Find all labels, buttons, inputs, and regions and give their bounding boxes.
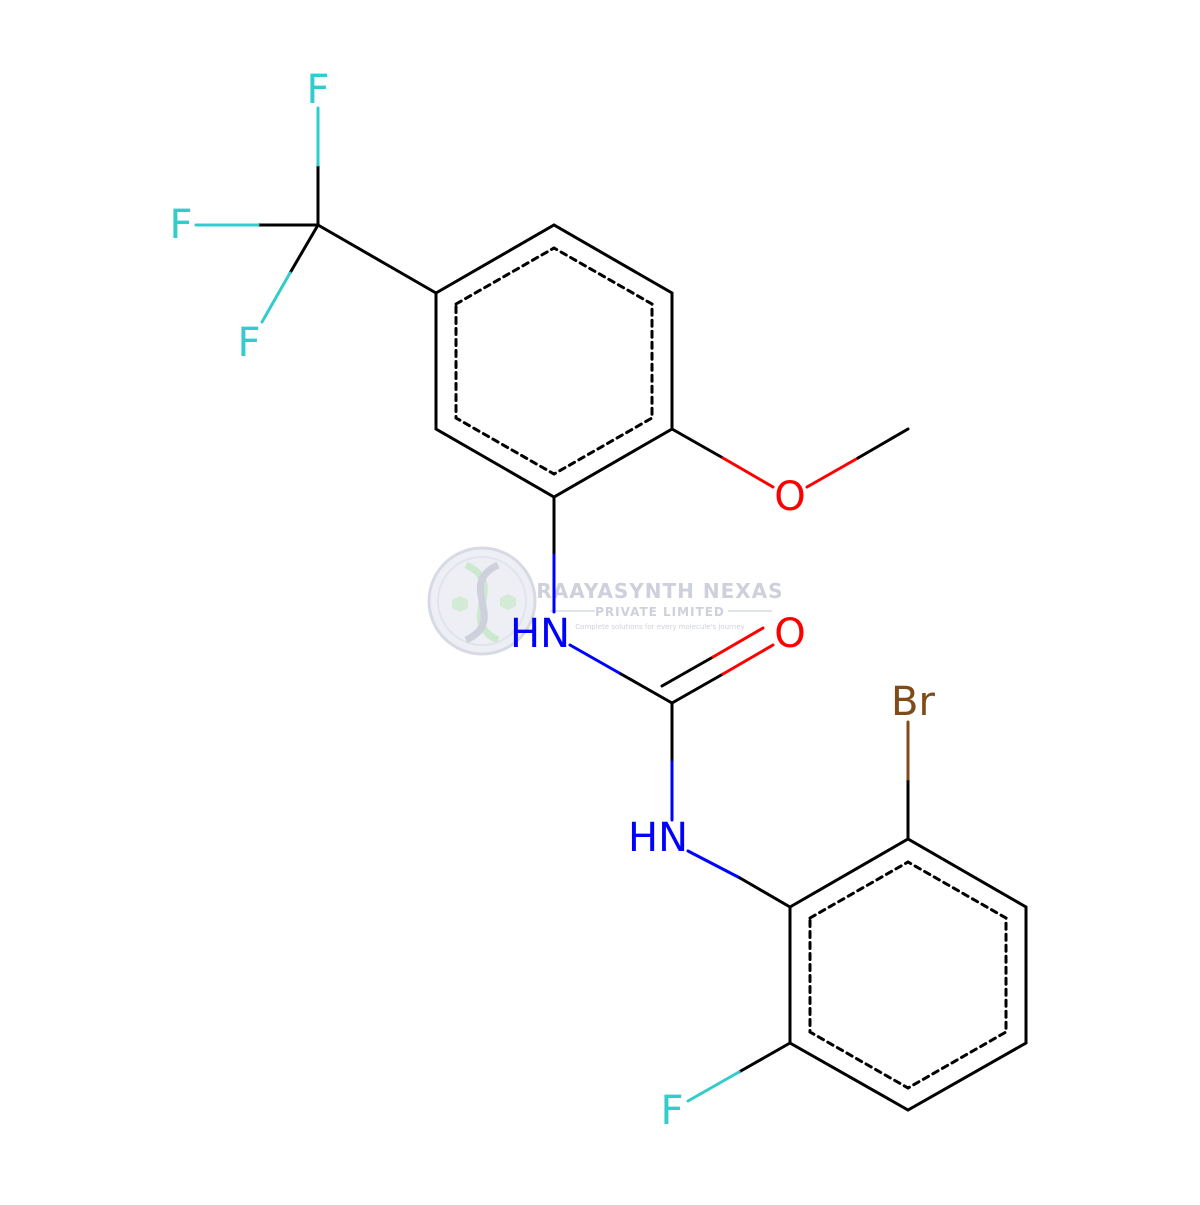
bond-c-f-lower-colored bbox=[260, 271, 292, 324]
atom-nh-upper: HN bbox=[510, 611, 570, 657]
upper-ring bbox=[434, 223, 674, 499]
bond-ring-o-colored bbox=[721, 456, 775, 489]
bond-ring-f-colored bbox=[686, 1070, 741, 1103]
bond-cf3-ring bbox=[316, 223, 438, 295]
bond-n-ring-lower-colored bbox=[686, 849, 742, 880]
lower-ring bbox=[788, 837, 1028, 1112]
bond-ring-f bbox=[737, 1041, 792, 1074]
bond-c-o-double-2-colored bbox=[711, 626, 765, 659]
dna-helix-icon bbox=[427, 546, 537, 656]
watermark: RAAYASYNTH NEXAS PRIVATE LIMITED Complet… bbox=[427, 546, 783, 656]
atom-nh-lower: HN bbox=[628, 815, 688, 861]
atom-f-top: F bbox=[306, 67, 329, 113]
bond-c-o-double-2 bbox=[660, 655, 715, 688]
atom-labels: F F F O HN O Br HN F bbox=[169, 67, 935, 1134]
bond-n-c-upper bbox=[619, 672, 674, 705]
atom-f-ring: F bbox=[660, 1088, 683, 1134]
watermark-tagline: Complete solutions for every molecule's … bbox=[575, 623, 744, 631]
bond-o-ch3-colored bbox=[805, 456, 860, 489]
upper-ring-aromatic-dashes bbox=[454, 246, 654, 476]
bond-o-ch3 bbox=[856, 427, 910, 460]
bond-n-ring-lower bbox=[738, 876, 792, 909]
bond-n-c-upper-colored bbox=[568, 643, 623, 676]
atom-br: Br bbox=[891, 679, 935, 725]
atom-f-lower: F bbox=[237, 320, 260, 366]
atom-o-methoxy: O bbox=[774, 474, 805, 520]
watermark-title: RAAYASYNTH NEXAS bbox=[536, 579, 783, 603]
watermark-subtitle: PRIVATE LIMITED bbox=[595, 605, 725, 619]
atom-o-carbonyl: O bbox=[774, 611, 805, 657]
bond-c-f-lower bbox=[288, 223, 320, 275]
lower-ring-aromatic-dashes bbox=[808, 860, 1008, 1090]
bond-c-o-double-1-colored bbox=[721, 643, 775, 676]
bond-ring-o bbox=[670, 427, 725, 460]
bond-c-o-double-1 bbox=[670, 672, 725, 705]
bonds bbox=[194, 106, 1028, 1112]
atom-f-left: F bbox=[169, 202, 192, 248]
